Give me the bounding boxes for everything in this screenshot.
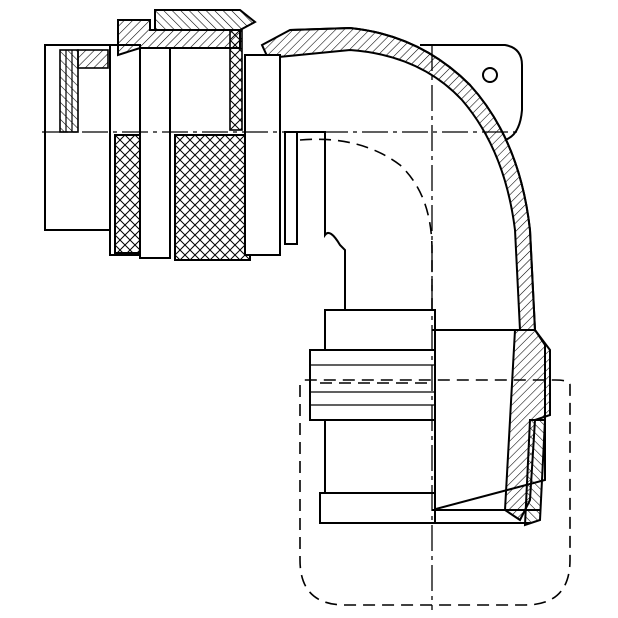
gland-end-ring [319, 492, 436, 524]
mounting-hole [482, 67, 498, 83]
elbow-inner-bore [299, 138, 433, 310]
rear-collar [284, 131, 298, 245]
coupling-body [244, 54, 281, 256]
seal-wedge-section [523, 419, 547, 527]
front-shell-section [59, 49, 79, 133]
cable-boot-outline [299, 379, 571, 606]
coupling-nut [139, 47, 171, 259]
elbow-inner-contour [290, 131, 346, 310]
elbow-shell-section [260, 26, 537, 331]
gland-lower-body [324, 419, 436, 496]
knurl-ring-2 [174, 134, 251, 261]
front-shell [44, 44, 114, 231]
gland-nut [309, 349, 436, 421]
front-insert-section [77, 49, 109, 69]
coupling-cap-section [154, 9, 257, 31]
knurl-ring-1 [114, 134, 144, 254]
mounting-flange [420, 44, 523, 141]
gland-upper-body [324, 309, 436, 351]
elbow-outer-contour [289, 26, 536, 331]
seal-ring-section [229, 29, 243, 131]
